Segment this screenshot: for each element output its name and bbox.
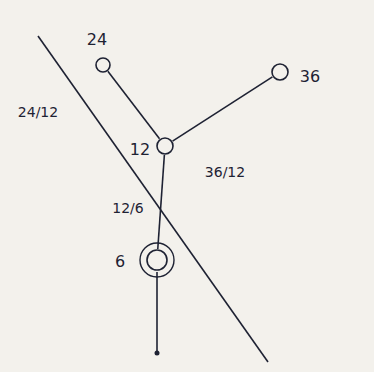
- circle-outline: [146, 249, 168, 271]
- circle-outline: [95, 57, 111, 73]
- circle-outline: [156, 137, 174, 155]
- circle-node: 6: [146, 249, 168, 271]
- circle-outline: [271, 63, 289, 81]
- node-number: 12: [130, 142, 150, 158]
- node-number: 36: [300, 69, 320, 85]
- connector-line: [108, 71, 160, 139]
- node-number: 6: [115, 254, 125, 270]
- outer-ring: [140, 243, 174, 277]
- circle-node: 24: [95, 57, 111, 73]
- stem-line: [156, 272, 158, 352]
- end-dot: [155, 351, 160, 356]
- node-number: 24: [87, 32, 107, 48]
- connector-line: [173, 77, 273, 141]
- edge-fraction: 12/6: [110, 200, 145, 216]
- diagonal-line: [38, 36, 268, 362]
- circle-node: 12: [156, 137, 174, 155]
- edge-fraction: 24/12: [16, 104, 60, 120]
- circle-node: 36: [271, 63, 289, 81]
- connector-line: [158, 155, 165, 249]
- edge-fraction: 36/12: [203, 164, 247, 180]
